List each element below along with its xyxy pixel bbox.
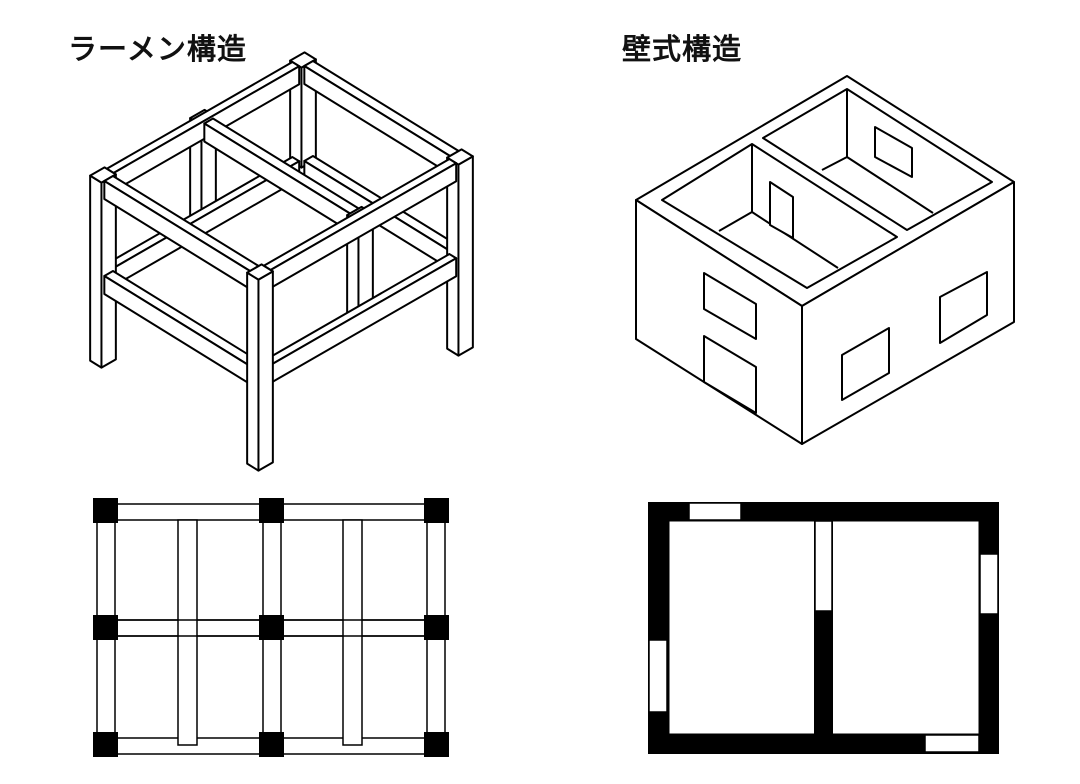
- column: [259, 615, 284, 640]
- right-room-floor-edge: [821, 156, 934, 214]
- window-opening: [688, 502, 742, 521]
- column: [93, 615, 118, 640]
- column: [259, 732, 284, 757]
- right-face-window-1: [841, 327, 890, 401]
- column: [424, 732, 449, 757]
- window-opening: [648, 639, 668, 713]
- left-face-window: [703, 272, 757, 340]
- column: [259, 498, 284, 523]
- right-room-opening: [762, 88, 993, 231]
- door-opening: [814, 520, 833, 612]
- window-opening: [924, 734, 980, 753]
- secondary-beam: [342, 519, 363, 746]
- column-cap: [246, 263, 274, 281]
- left-face-door: [703, 335, 757, 414]
- floor-beam: [103, 274, 252, 385]
- column: [93, 498, 118, 523]
- column-cap: [89, 166, 117, 184]
- window-opening: [979, 553, 999, 615]
- left-room-floor-edge: [718, 211, 839, 269]
- column: [246, 270, 274, 472]
- column: [424, 615, 449, 640]
- secondary-beam: [177, 519, 198, 746]
- interior-window: [874, 126, 913, 178]
- roof-beam-top: [303, 60, 460, 157]
- rahmen-structure-title: ラーメン構造: [68, 32, 247, 66]
- wall-structure-title: 壁式構造: [622, 32, 743, 66]
- wall-isometric-box: [635, 75, 1015, 445]
- rahmen-isometric-frame: [89, 51, 474, 472]
- floor-beam-top: [103, 270, 260, 367]
- wall-floor-plan: [648, 502, 999, 754]
- interior-door: [769, 181, 794, 239]
- right-face-window-2: [939, 271, 988, 344]
- rahmen-floor-plan: [93, 498, 449, 757]
- column: [424, 498, 449, 523]
- column: [93, 732, 118, 757]
- roof-beam: [303, 64, 452, 175]
